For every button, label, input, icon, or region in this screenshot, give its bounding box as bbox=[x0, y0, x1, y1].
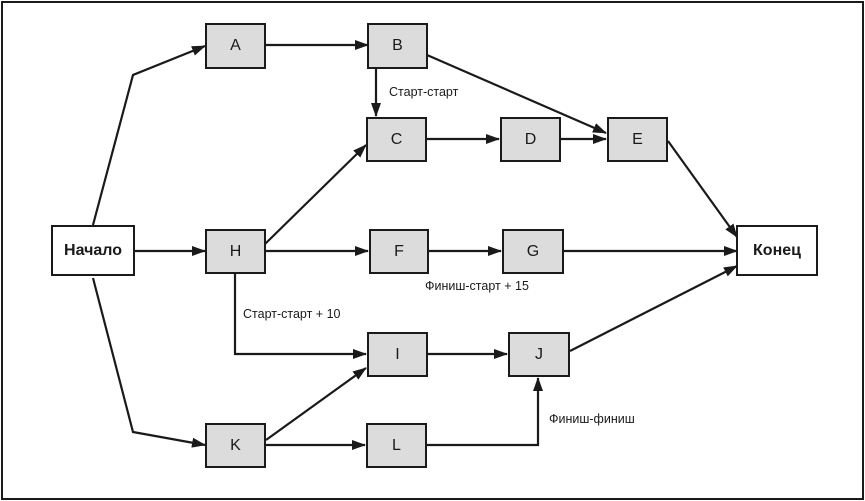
node-c: C bbox=[366, 117, 427, 162]
node-l: L bbox=[366, 423, 427, 468]
arrow-b-e bbox=[426, 53, 607, 135]
arrow-h-c bbox=[264, 144, 367, 245]
arrow-l-j bbox=[427, 377, 543, 447]
label-start-start-bc: Старт-старт bbox=[389, 85, 459, 99]
node-k: K bbox=[205, 423, 266, 468]
arrow-e-end bbox=[667, 140, 738, 238]
arrow-h-i bbox=[233, 273, 367, 359]
node-a: A bbox=[205, 23, 266, 69]
label-finish-start-g: Финиш-старт + 15 bbox=[425, 279, 529, 293]
node-b: B bbox=[367, 23, 428, 69]
arrow-start-k bbox=[91, 277, 206, 448]
label-finish-finish-lj: Финиш-финиш bbox=[549, 412, 635, 426]
node-d: D bbox=[500, 117, 561, 162]
node-end: Конец bbox=[736, 225, 818, 276]
node-i: I bbox=[367, 332, 428, 377]
node-f: F bbox=[369, 229, 429, 274]
node-j: J bbox=[508, 332, 570, 377]
arrow-start-a bbox=[91, 44, 206, 226]
node-h: H bbox=[205, 229, 266, 274]
node-e: E bbox=[607, 117, 668, 162]
arrow-k-i bbox=[265, 367, 367, 441]
arrow-j-end bbox=[569, 265, 738, 352]
node-g: G bbox=[502, 229, 564, 274]
label-start-start-hi: Старт-старт + 10 bbox=[243, 307, 341, 321]
node-start: Начало bbox=[51, 225, 135, 276]
